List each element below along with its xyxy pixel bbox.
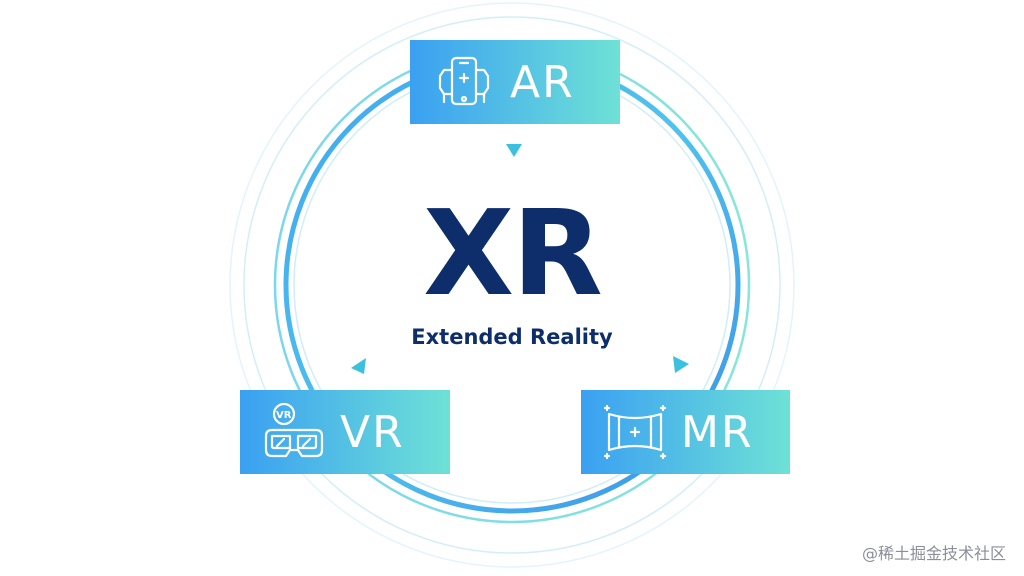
diagram-subtitle: Extended Reality [411, 325, 613, 349]
vr-label: VR [340, 406, 405, 458]
phone-ar-icon [438, 56, 490, 106]
watermark: @稀土掘金技术社区 [861, 544, 1006, 563]
mr-label: MR [681, 406, 754, 458]
arrow-ar-down [506, 144, 522, 157]
vr-headset-icon: VR [264, 402, 324, 458]
mr-node[interactable]: MR [581, 390, 790, 474]
ar-label: AR [510, 56, 575, 108]
outer-ring-faint [229, 2, 795, 568]
svg-text:VR: VR [276, 410, 292, 421]
mr-panorama-icon [603, 404, 667, 460]
outer-ring-light [243, 16, 781, 554]
vr-node[interactable]: VR VR [240, 390, 450, 474]
diagram-title: XR [423, 184, 603, 322]
arrow-mr-right [673, 356, 689, 373]
arrow-vr-left [351, 358, 366, 374]
ar-node[interactable]: AR [410, 40, 620, 124]
